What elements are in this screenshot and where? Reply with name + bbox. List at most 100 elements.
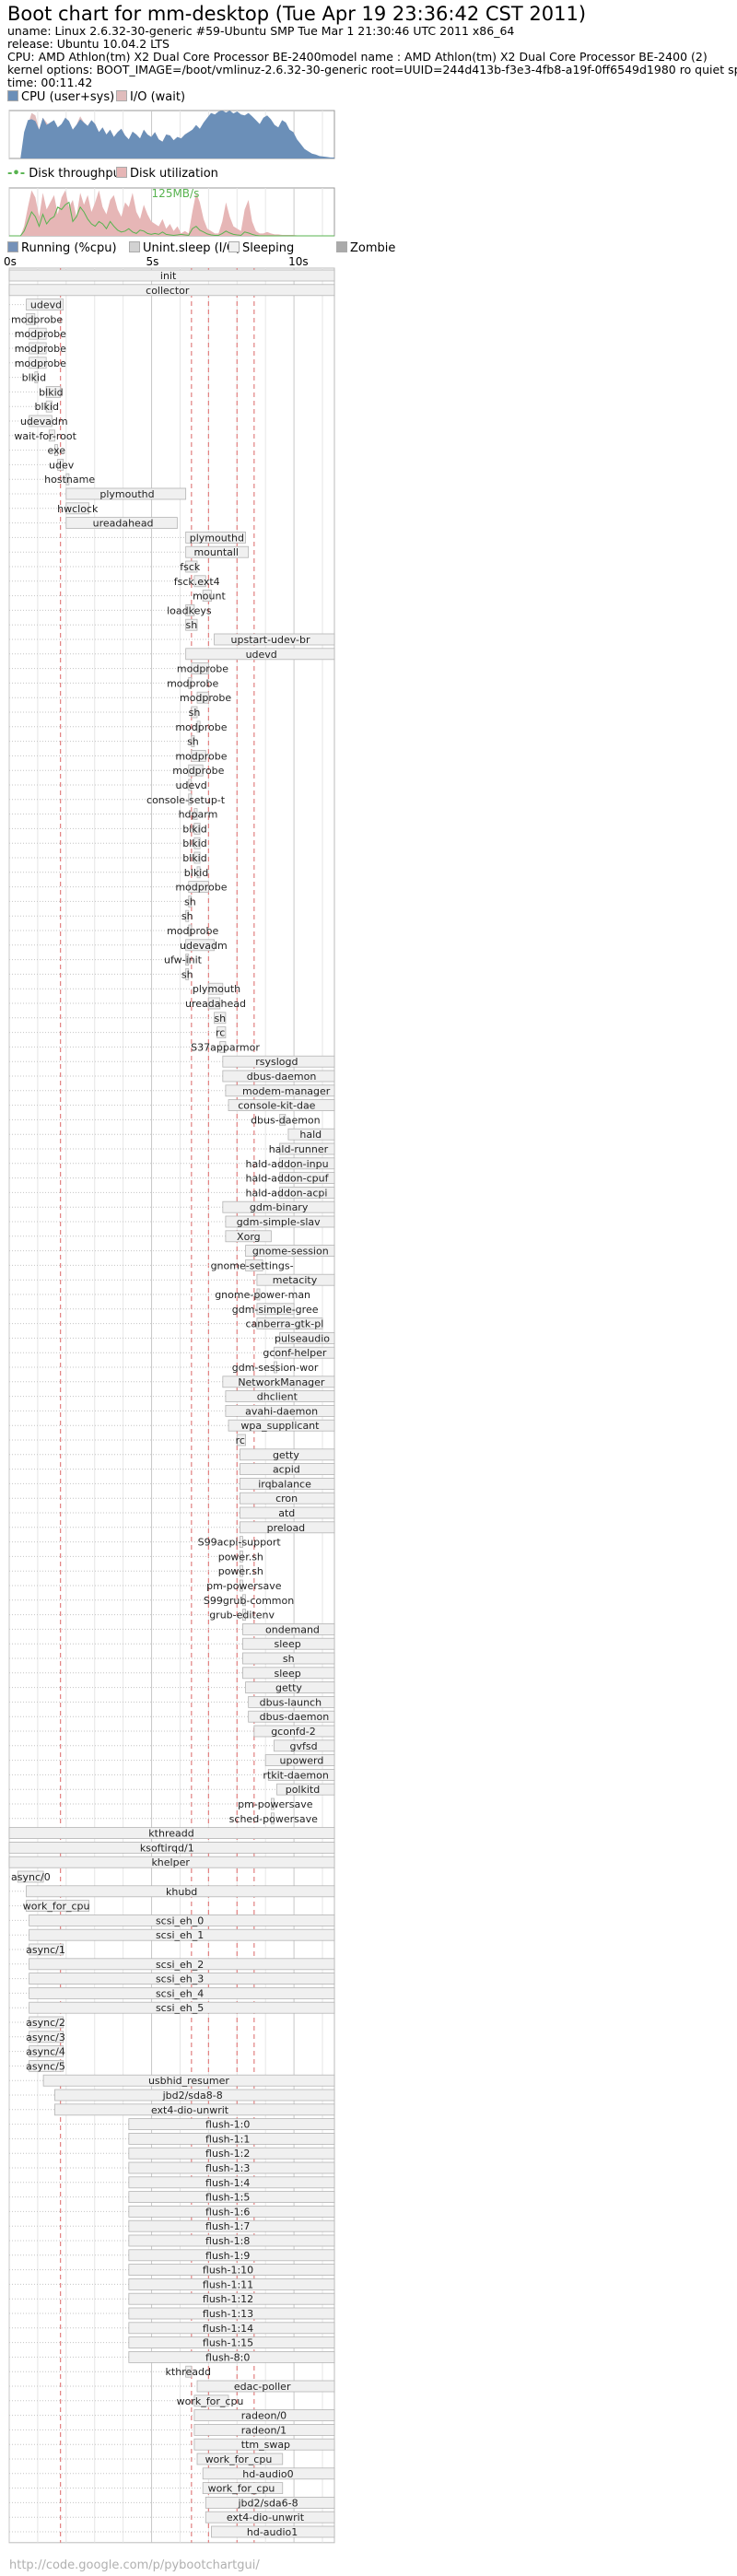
process-bar [239, 1448, 335, 1461]
process-label: init [160, 270, 177, 282]
process-bar [207, 982, 224, 995]
process-bar [193, 851, 201, 864]
disk-peak-label: 125MB/s [152, 187, 200, 200]
process-bar [128, 2205, 335, 2218]
process-bar [29, 327, 47, 340]
process-label: console-kit-dae [238, 1100, 315, 1112]
process-label: flush-1:9 [205, 2250, 250, 2262]
process-bar [8, 1856, 335, 1868]
process-label: hd-audio0 [242, 2468, 293, 2480]
process-bar [274, 1346, 335, 1359]
process-label: async/5 [26, 2060, 65, 2072]
process-label: khelper [151, 1856, 190, 1868]
process-bar [193, 808, 198, 820]
process-label: cron [275, 1493, 298, 1505]
process-label: work_for_cpu [177, 2395, 244, 2407]
process-bar [128, 2277, 335, 2290]
process-label: plymouthd [99, 488, 154, 500]
process-bar [276, 1783, 335, 1796]
process-label: flush-1:8 [205, 2235, 250, 2247]
process-bar [128, 2307, 335, 2320]
process-bar [29, 415, 53, 427]
disk-util-area [9, 190, 334, 236]
process-bar [236, 1434, 246, 1446]
process-label: hald-addon-inpu [246, 1158, 329, 1170]
process-label: NetworkManager [238, 1376, 325, 1388]
zombie-legend-swatch [336, 241, 347, 252]
process-label: ufw-init [164, 954, 203, 966]
process-label: async/2 [26, 2017, 65, 2029]
process-label: scsi_eh_3 [156, 1973, 204, 1985]
process-label: khubd [166, 1886, 197, 1898]
process-bar [193, 837, 201, 849]
process-bar [239, 1463, 335, 1475]
process-label: modem-manager [242, 1085, 331, 1097]
process-label: power.sh [218, 1565, 263, 1577]
process-bar [274, 1739, 335, 1752]
process-bar [128, 2161, 335, 2174]
process-bar [264, 1754, 335, 1766]
process-label: sleep [274, 1668, 300, 1680]
process-label: gdm-session-wor [232, 1362, 319, 1374]
util-legend: Disk utilization [116, 167, 218, 181]
process-bar [225, 1390, 335, 1402]
process-bar [242, 1637, 335, 1650]
process-label: modprobe [175, 750, 227, 762]
process-label: blkid [182, 852, 206, 864]
process-label: wpa_supplicant [240, 1420, 320, 1432]
process-label: gdm-simple-slav [237, 1216, 321, 1228]
process-label: sh [187, 736, 199, 748]
process-bar [239, 1521, 335, 1534]
process-label: pulseaudio [275, 1332, 330, 1344]
process-label: flush-1:4 [205, 2177, 250, 2189]
process-label: gconfd-2 [271, 1726, 316, 1738]
process-bar [128, 2350, 335, 2363]
process-label: scsi_eh_1 [156, 1929, 204, 1941]
io-legend: I/O (wait) [116, 90, 185, 104]
cpu-legend-swatch [7, 90, 18, 101]
process-label: kthreadd [148, 1828, 193, 1840]
process-label: sched-powersave [229, 1813, 318, 1825]
process-bar [279, 1142, 335, 1155]
process-bar [29, 1914, 335, 1926]
process-bar [48, 429, 55, 442]
process-bar [29, 2016, 64, 2029]
time-tick-label: 0s [4, 255, 17, 268]
process-label: udevadm [180, 940, 228, 952]
process-bar [128, 2191, 335, 2204]
sleeping-legend-label: Sleeping [242, 241, 295, 255]
process-label: udevd [30, 299, 62, 311]
process-bar [191, 750, 206, 762]
process-bar [239, 1579, 243, 1592]
throughput-legend: -•- Disk throughput [7, 167, 125, 181]
process-bar [188, 881, 209, 893]
process-bar [196, 720, 201, 733]
process-label: hwclock [57, 503, 99, 515]
process-label: radeon/0 [241, 2410, 287, 2422]
process-bar [188, 924, 193, 937]
process-label: ext4-dio-unwrit [227, 2512, 305, 2523]
process-bar [42, 2074, 335, 2087]
process-bar [279, 1187, 335, 1199]
cpu-legend: CPU (user+sys) [7, 90, 114, 104]
process-label: upowerd [280, 1755, 324, 1767]
process-label: modprobe [177, 663, 228, 675]
process-bar [65, 473, 70, 486]
process-label: sh [214, 1013, 226, 1025]
process-bar [29, 2001, 335, 2014]
process-bar [245, 1245, 335, 1257]
zombie-legend-label: Zombie [350, 241, 396, 255]
process-label: rc [236, 1434, 245, 1446]
process-bar [57, 458, 64, 471]
process-bar [193, 2423, 335, 2436]
process-bar [128, 2249, 335, 2262]
process-label: flush-1:15 [203, 2337, 253, 2349]
process-label: modprobe [172, 765, 224, 777]
process-label: scsi_eh_0 [156, 1914, 204, 1926]
process-label: scsi_eh_2 [156, 1959, 204, 1971]
process-label: collector [146, 285, 190, 297]
process-label: exe [48, 445, 66, 457]
process-bar [242, 1652, 335, 1665]
process-label: ttm_swap [241, 2439, 290, 2451]
process-bar [225, 1405, 335, 1417]
